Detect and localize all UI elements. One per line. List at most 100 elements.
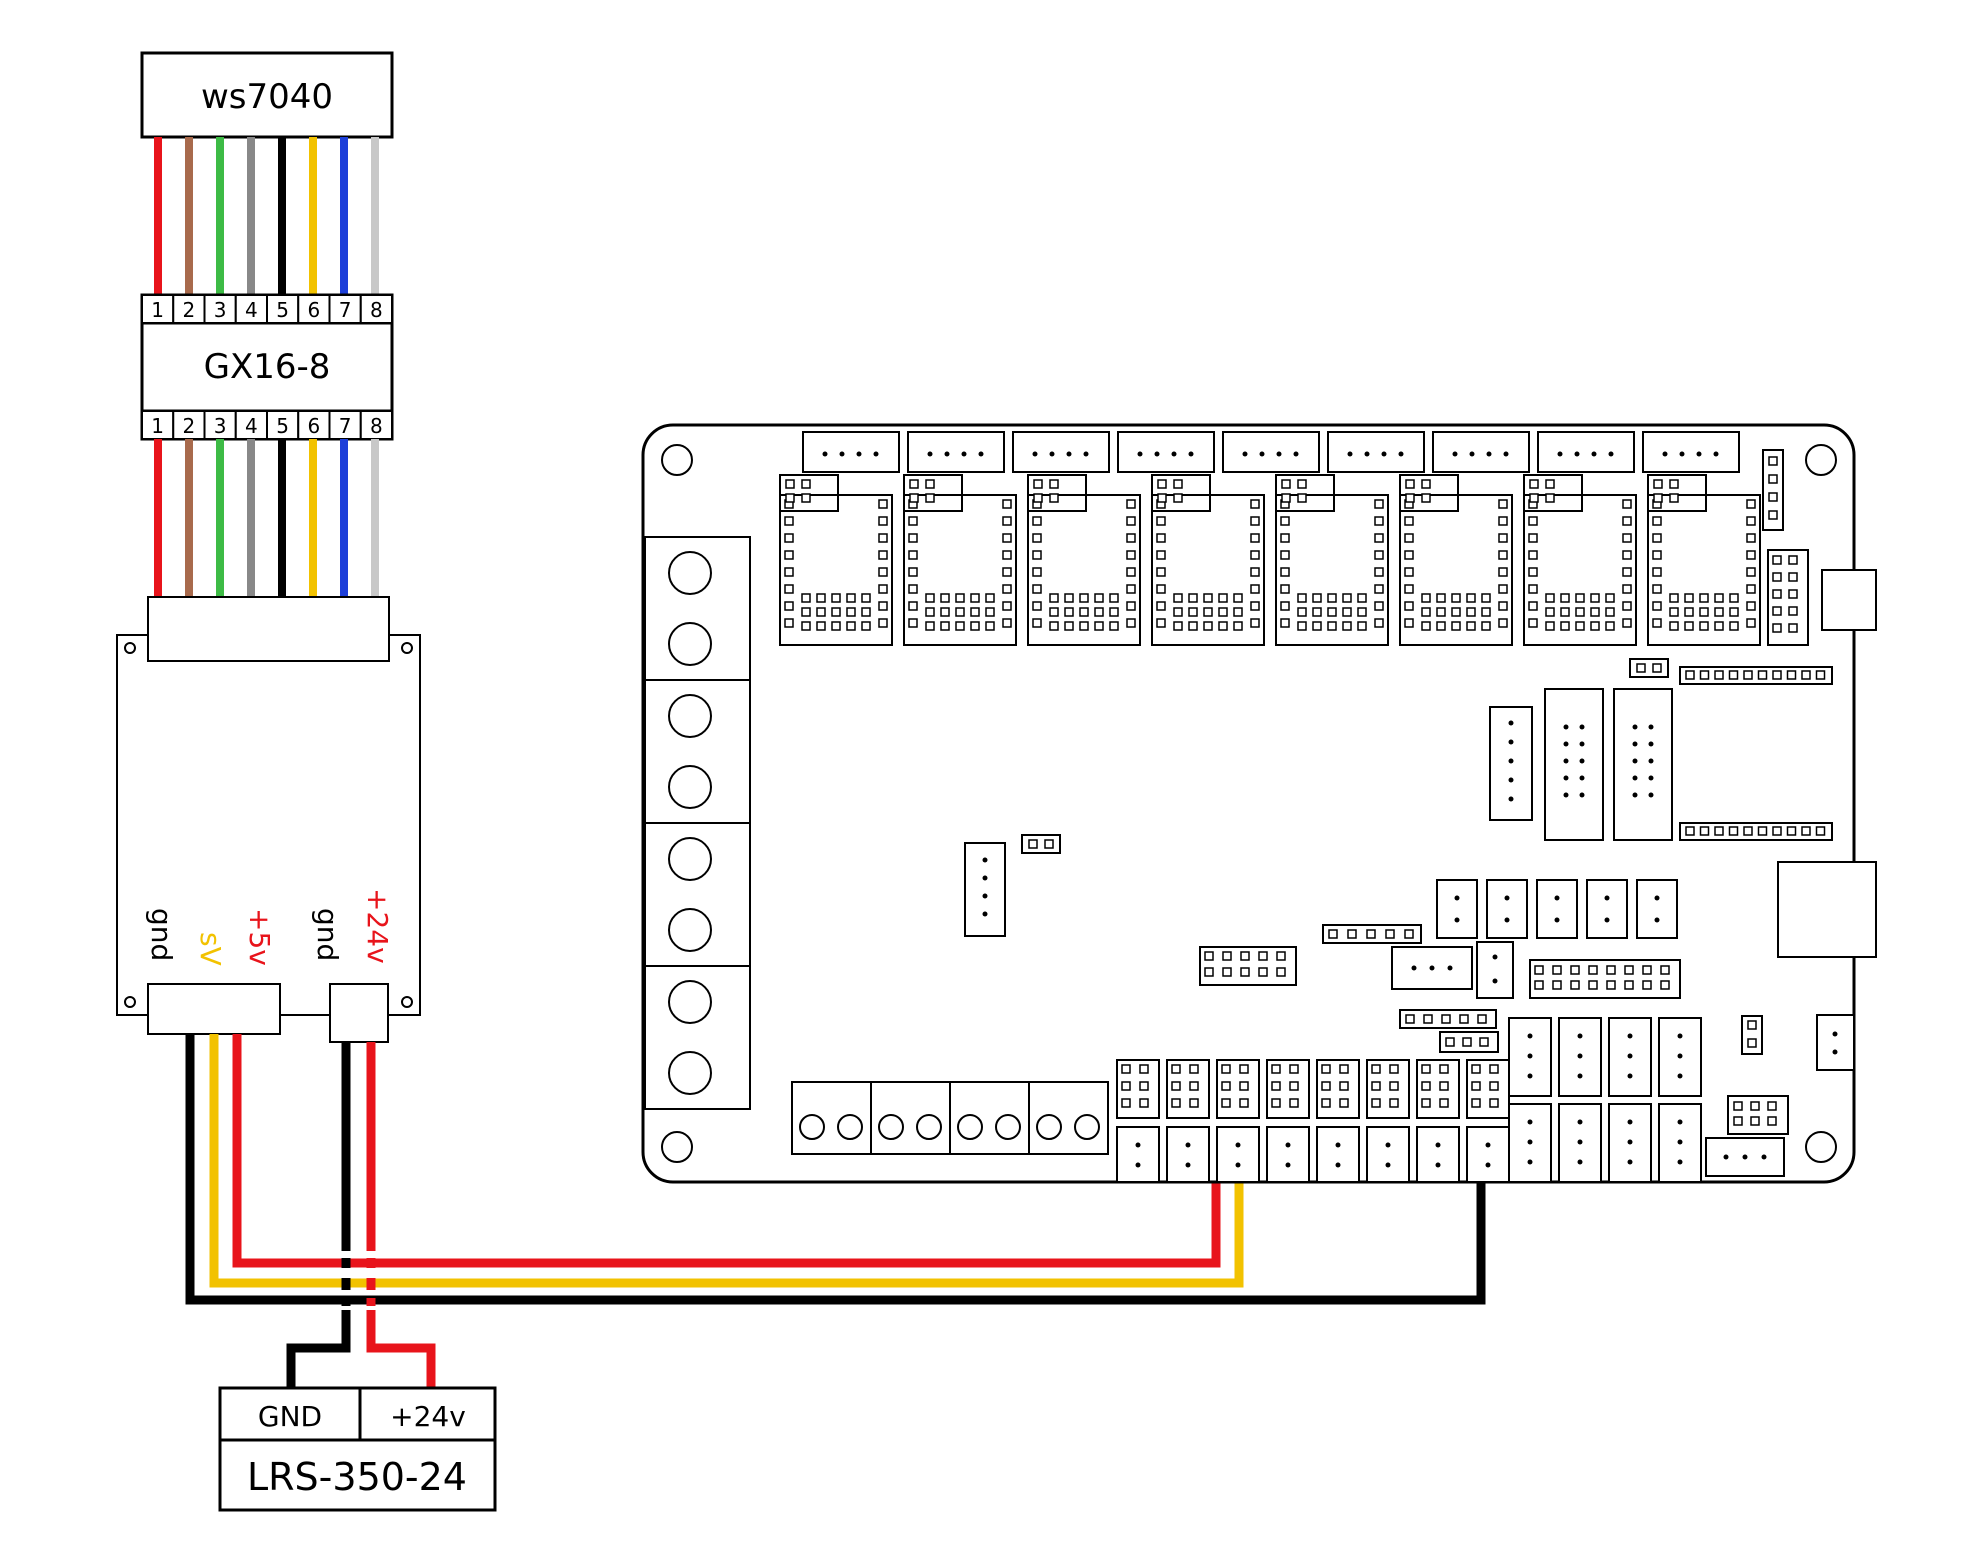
jumper-pin	[1653, 479, 1663, 489]
header-pin	[1772, 606, 1782, 616]
psu-box	[218, 1386, 497, 1512]
connector-pin-number: 4	[245, 298, 258, 322]
jumper-pin	[1471, 1098, 1481, 1108]
driver-pin	[784, 550, 794, 560]
motor-pin	[1293, 451, 1299, 457]
connector-pin-cell	[359, 294, 393, 324]
fan-pin	[1411, 965, 1417, 971]
driver-pin	[816, 621, 826, 631]
driver-pin	[1002, 601, 1012, 611]
driver-pin	[1590, 607, 1600, 617]
driver-pin	[1498, 567, 1508, 577]
driver-pin	[1404, 533, 1414, 543]
jumper-pin	[1439, 1098, 1449, 1108]
motor-header	[1432, 431, 1530, 473]
terminal-screw	[995, 1114, 1021, 1140]
driver-socket	[1523, 494, 1637, 646]
jumper-pin	[1339, 1064, 1349, 1074]
driver-pin	[1233, 593, 1243, 603]
jumper-pin	[1171, 1081, 1181, 1091]
driver-pin	[1218, 621, 1228, 631]
adapter-power-terminal	[329, 983, 389, 1043]
strip-pin	[1714, 670, 1724, 680]
jumper-pin	[925, 493, 935, 503]
connector-pin-number: 8	[370, 298, 383, 322]
fan-pin	[1504, 895, 1510, 901]
fan-pin	[1627, 1139, 1633, 1145]
terminal-screw	[668, 1051, 712, 1095]
driver-pin	[1032, 533, 1042, 543]
driver-pin	[1684, 607, 1694, 617]
driver-pin	[1746, 567, 1756, 577]
connector-cable	[154, 439, 379, 597]
pin-block-pin	[1240, 967, 1250, 977]
power-supply: GND +24v LRS-350-24	[218, 1386, 497, 1512]
driver-pin	[1528, 567, 1538, 577]
driver-pin	[1622, 584, 1632, 594]
jumper-pin	[1281, 493, 1291, 503]
endstop-pin	[1185, 1142, 1191, 1148]
jumper-pin	[1281, 479, 1291, 489]
endstop-pin	[1285, 1142, 1291, 1148]
endstop-header	[1466, 1126, 1510, 1183]
driver-pin	[1481, 607, 1491, 617]
driver-pin	[1575, 621, 1585, 631]
motor-pin	[1137, 451, 1143, 457]
small-header	[964, 842, 1006, 937]
header-pin	[1788, 606, 1798, 616]
jumper-pin	[1289, 1081, 1299, 1091]
mount-hole	[401, 642, 413, 654]
fan-pin	[1627, 1119, 1633, 1125]
fan-pin	[1527, 1119, 1533, 1125]
psu-name: LRS-350-24	[247, 1455, 467, 1499]
motor-header	[907, 431, 1005, 473]
connector-pin-cell	[234, 294, 268, 324]
ribbon-pin	[1632, 758, 1638, 764]
driver-pin	[1466, 621, 1476, 631]
driver-pin	[1404, 601, 1414, 611]
driver-pin	[1622, 499, 1632, 509]
jumper-pin	[1139, 1098, 1149, 1108]
driver-pin	[878, 533, 888, 543]
driver-pin	[1699, 621, 1709, 631]
driver-pin	[1374, 550, 1384, 560]
driver-pin	[925, 607, 935, 617]
driver-pin	[1605, 593, 1615, 603]
jumper-pin	[1389, 1098, 1399, 1108]
driver-pin	[1218, 593, 1228, 603]
driver-pin	[1280, 618, 1290, 628]
header-pin	[1788, 555, 1798, 565]
motor-header	[1012, 431, 1110, 473]
jumper-pin	[1405, 493, 1415, 503]
pin-block-pin	[1204, 967, 1214, 977]
driver-pin	[1652, 516, 1662, 526]
driver-pin	[1002, 499, 1012, 509]
driver-pin	[908, 533, 918, 543]
driver-pin	[1173, 593, 1183, 603]
connector-pin-number: 5	[276, 414, 289, 438]
sensor-box	[140, 51, 394, 139]
driver-pin	[1250, 516, 1260, 526]
driver-pin	[1079, 621, 1089, 631]
pin-block-pin	[1276, 951, 1286, 961]
fan-pin	[1577, 1139, 1583, 1145]
driver-pin	[1032, 567, 1042, 577]
jumper-pin	[1545, 493, 1555, 503]
driver-socket	[1027, 494, 1141, 646]
driver-pin	[1002, 550, 1012, 560]
pin-block-pin	[1552, 965, 1562, 975]
driver-pin	[1342, 593, 1352, 603]
motor-pin	[1398, 451, 1404, 457]
pin-block-pin	[1660, 965, 1670, 975]
driver-pin	[816, 607, 826, 617]
driver-pin	[1560, 593, 1570, 603]
adapter-label-gnd: gnd	[145, 908, 178, 961]
fan-pin	[1577, 1033, 1583, 1039]
endstop-header	[1116, 1126, 1160, 1183]
driver-pin	[1528, 533, 1538, 543]
jumper-pin	[1157, 493, 1167, 503]
terminal-screw	[916, 1114, 942, 1140]
pin-block-pin	[1624, 980, 1634, 990]
fan-connector	[1536, 879, 1578, 939]
driver-pin	[1746, 516, 1756, 526]
